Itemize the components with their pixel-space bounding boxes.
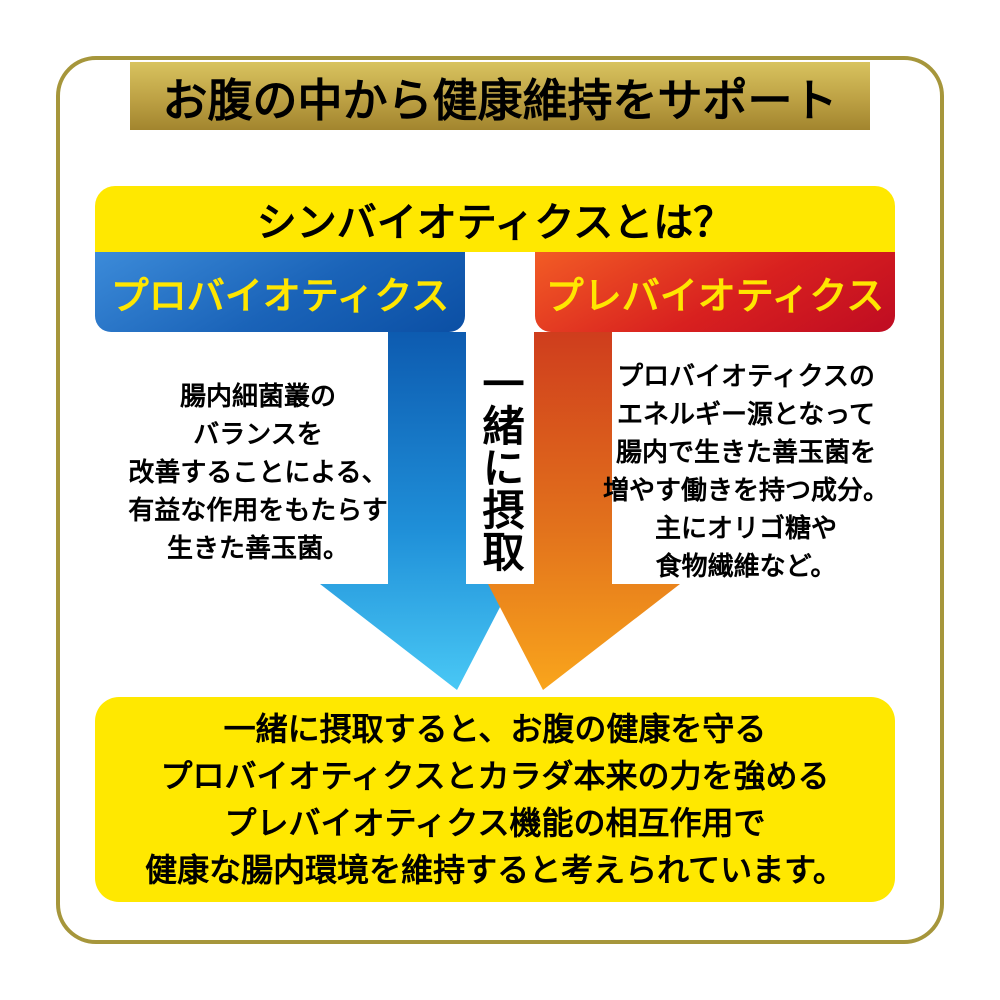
together-intake-label: 一緒に摂取	[476, 362, 525, 572]
banner-title: お腹の中から健康維持をサポート	[162, 73, 838, 127]
outer-gold-frame	[56, 56, 944, 944]
probiotics-header-label: プロバイオティクス	[110, 273, 450, 318]
text-line: 一緒に摂取すると、お腹の健康を守る	[223, 709, 767, 748]
text-line: エネルギー源となって	[617, 400, 875, 430]
text-line: プロバイオティクスの	[617, 362, 875, 392]
probiotics-description: 腸内細菌叢の バランスを 改善することによる、 有益な作用をもたらす 生きた善玉…	[108, 378, 408, 568]
text-line: 改善することによる、	[128, 458, 388, 488]
prebiotics-description: プロバイオティクスの エネルギー源となって 腸内で生きた善玉菌を 増やす働きを持…	[600, 358, 892, 586]
text-line: 生きた善玉菌。	[166, 534, 349, 564]
prebiotics-header-label: プレバイオティクス	[545, 273, 885, 318]
header-banner: お腹の中から健康維持をサポート	[130, 62, 870, 130]
section-title-band: シンバイオティクスとは？	[95, 186, 895, 252]
text-line: 有益な作用をもたらす	[128, 496, 388, 526]
section-title: シンバイオティクスとは？	[256, 200, 734, 246]
prebiotics-header: プレバイオティクス	[535, 252, 895, 332]
text-line: 増やす働きを持つ成分。	[602, 476, 889, 506]
probiotics-header: プロバイオティクス	[95, 252, 465, 332]
text-line: 腸内細菌叢の	[179, 382, 336, 412]
text-line: プロバイオティクスとカラダ本来の力を強める	[160, 756, 830, 795]
text-line: 主にオリゴ糖や	[654, 514, 837, 544]
text-line: プレバイオティクス機能の相互作用で	[224, 803, 766, 842]
conclusion-box: 一緒に摂取すると、お腹の健康を守る プロバイオティクスとカラダ本来の力を強める …	[95, 697, 895, 902]
text-line: 腸内で生きた善玉菌を	[615, 438, 876, 468]
text-line: 食物繊維など。	[655, 552, 837, 582]
text-line: 健康な腸内環境を維持すると考えられています。	[145, 850, 845, 889]
text-line: バランスを	[193, 420, 323, 450]
